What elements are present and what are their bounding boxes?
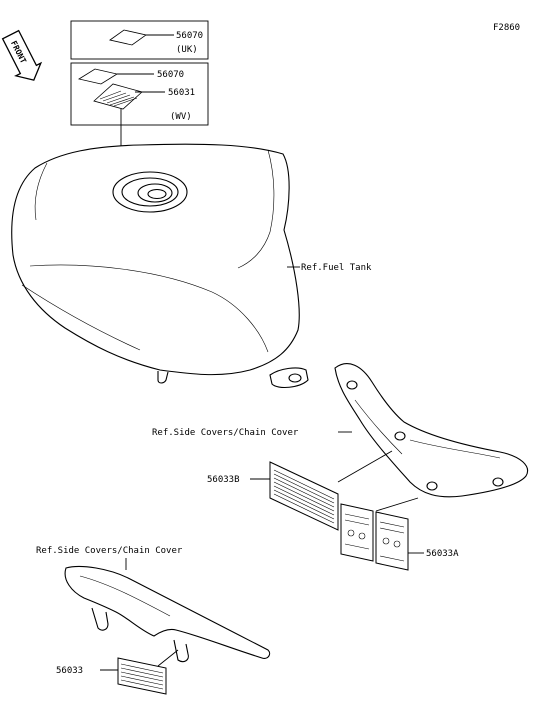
caution-label-wv <box>77 68 119 85</box>
label-a-to-cover-line <box>375 497 419 512</box>
ref-fuel-tank: Ref.Fuel Tank <box>301 263 372 273</box>
uk-label-box: 56070 (UK) <box>70 20 209 60</box>
ref-side-covers-lower: Ref.Side Covers/Chain Cover <box>36 546 183 556</box>
chain-cover <box>64 565 271 663</box>
label-b-to-cover-line <box>337 450 393 483</box>
chain-label-number: 56033 <box>56 666 83 676</box>
caution-label-uk <box>109 29 147 46</box>
fuel-tank <box>11 143 309 389</box>
uk-part-number: 56070 <box>176 31 203 41</box>
chain-label-to-cover-line <box>157 649 179 667</box>
side-label-a-number: 56033A <box>426 549 459 559</box>
wv-region-label: (WV) <box>170 112 192 122</box>
ref-side-covers-upper: Ref.Side Covers/Chain Cover <box>152 428 299 438</box>
side-cover <box>334 363 528 498</box>
figure-code: F2860 <box>493 23 520 33</box>
wv-part-number-1: 56070 <box>157 70 184 80</box>
side-label-a <box>340 503 409 571</box>
uk-region-label: (UK) <box>176 45 198 55</box>
front-arrow-icon: FRONT <box>1 29 43 81</box>
wv-label-box: 56070 56031 (WV) <box>70 62 209 126</box>
emission-label-wv <box>93 83 143 110</box>
wv-part-number-2: 56031 <box>168 88 195 98</box>
chain-label <box>117 657 167 695</box>
side-label-b <box>269 461 339 531</box>
side-label-b-number: 56033B <box>207 475 240 485</box>
